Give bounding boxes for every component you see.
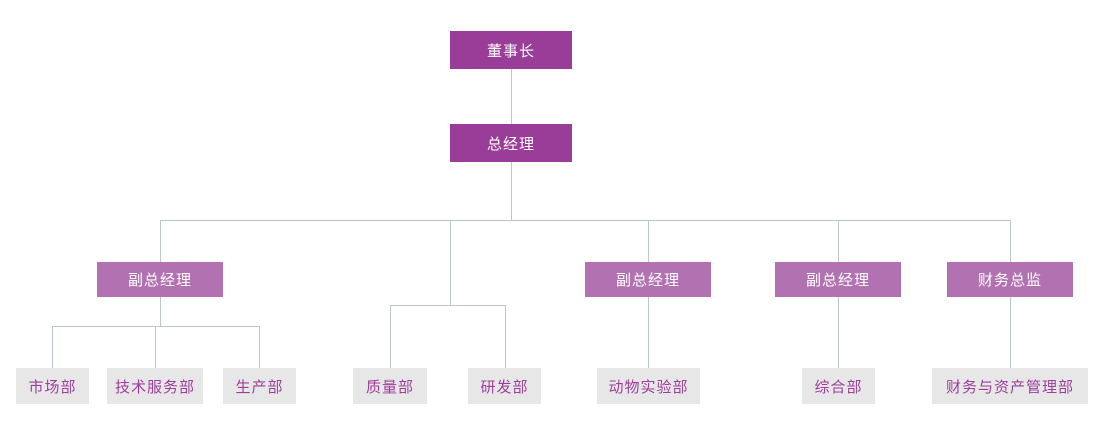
connector-techservice-drop <box>155 326 156 368</box>
connector-branch1-drop <box>160 220 161 262</box>
org-node-dept-tech-service: 技术服务部 <box>107 368 203 404</box>
connector-branch4-drop <box>838 220 839 262</box>
connector-branch2-split <box>390 305 505 306</box>
org-node-finance-director: 财务总监 <box>947 262 1073 297</box>
connector-branch5-drop <box>1010 220 1011 262</box>
org-node-dept-finance-assets: 财务与资产管理部 <box>932 368 1088 404</box>
org-node-dept-rnd: 研发部 <box>468 368 541 404</box>
connector-animallab-drop <box>648 297 649 368</box>
connector-chairman-gm <box>511 69 512 124</box>
connector-branch3-drop <box>648 220 649 262</box>
org-node-deputy-gm-2: 副总经理 <box>585 262 711 297</box>
org-node-chairman: 董事长 <box>450 31 572 69</box>
org-node-dept-general-affairs: 综合部 <box>802 368 875 404</box>
connector-production-drop <box>259 326 260 368</box>
connector-rnd-drop <box>505 305 506 368</box>
connector-quality-drop <box>390 305 391 368</box>
org-node-dept-production: 生产部 <box>223 368 296 404</box>
connector-mainline <box>160 220 1010 221</box>
org-node-dept-marketing: 市场部 <box>16 368 89 404</box>
org-node-general-manager: 总经理 <box>450 124 572 162</box>
connector-branch2-stem <box>450 220 451 305</box>
connector-generalaffairs-drop <box>838 297 839 368</box>
connector-financeassets-drop <box>1010 297 1011 368</box>
connector-gm-mainline <box>511 162 512 220</box>
org-node-dept-animal-lab: 动物实验部 <box>597 368 700 404</box>
org-node-deputy-gm-1: 副总经理 <box>97 262 223 297</box>
connector-deputy1-stem <box>160 297 161 326</box>
connector-deputy1-split <box>52 326 260 327</box>
org-node-deputy-gm-3: 副总经理 <box>775 262 901 297</box>
org-node-dept-quality: 质量部 <box>353 368 427 404</box>
connector-marketing-drop <box>52 326 53 368</box>
